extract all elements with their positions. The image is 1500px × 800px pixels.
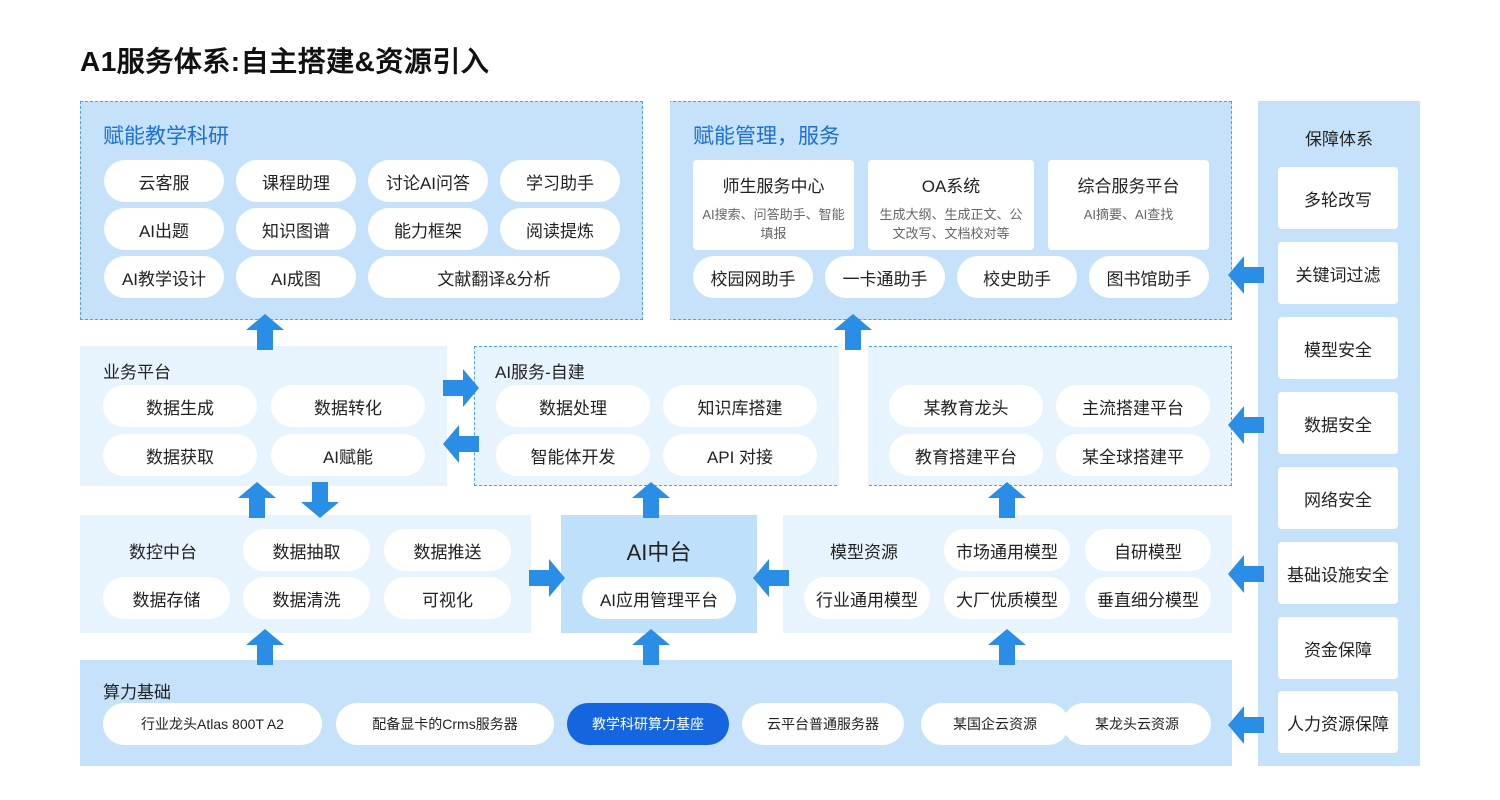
guarantee-item[interactable]: 人力资源保障 (1278, 691, 1398, 753)
arrow-left-icon (1228, 406, 1264, 444)
model-item[interactable]: 行业通用模型 (804, 577, 930, 619)
teaching-item[interactable]: 文献翻译&分析 (368, 256, 620, 298)
page-title: A1服务体系:自主搭建&资源引入 (80, 46, 490, 77)
data-center-item[interactable]: 数据推送 (384, 529, 511, 571)
external-item[interactable]: 某全球搭建平 (1056, 434, 1210, 476)
compute-item[interactable]: 某龙头云资源 (1063, 703, 1211, 745)
compute-item-active[interactable]: 教学科研算力基座 (567, 703, 729, 745)
management-card[interactable]: 师生服务中心 AI搜索、问答助手、智能填报 (693, 160, 854, 250)
ai-service-item[interactable]: API 对接 (663, 434, 817, 476)
arrow-left-icon (1228, 555, 1264, 593)
card-title: 综合服务平台 (1077, 177, 1180, 196)
arrow-right-icon (529, 559, 565, 597)
teaching-item[interactable]: 阅读提炼 (500, 208, 620, 250)
guarantee-panel: 保障体系 多轮改写 关键词过滤 模型安全 数据安全 网络安全 基础设施安全 资金… (1258, 101, 1420, 766)
external-item[interactable]: 教育搭建平台 (889, 434, 1043, 476)
external-item[interactable]: 主流搭建平台 (1056, 385, 1210, 427)
compute-item[interactable]: 行业龙头Atlas 800T A2 (103, 703, 322, 745)
teaching-panel: 赋能教学科研 云客服 课程助理 讨论AI问答 学习助手 AI出题 知识图谱 能力… (80, 101, 643, 320)
management-item[interactable]: 校园网助手 (693, 256, 813, 298)
guarantee-title: 保障体系 (1305, 130, 1373, 149)
model-item[interactable]: 垂直细分模型 (1085, 577, 1211, 619)
compute-title: 算力基础 (103, 683, 171, 702)
arrow-up-icon (246, 629, 284, 665)
teaching-item[interactable]: AI成图 (236, 256, 356, 298)
teaching-item[interactable]: 知识图谱 (236, 208, 356, 250)
guarantee-item[interactable]: 多轮改写 (1278, 167, 1398, 229)
arrow-up-icon (246, 314, 284, 350)
data-center-item[interactable]: 数据抽取 (243, 529, 370, 571)
business-item[interactable]: 数据获取 (103, 434, 257, 476)
arrow-up-icon (988, 629, 1026, 665)
gap-strip (643, 100, 670, 321)
model-item[interactable]: 市场通用模型 (944, 529, 1070, 571)
teaching-item[interactable]: AI出题 (104, 208, 224, 250)
teaching-item[interactable]: 学习助手 (500, 160, 620, 202)
management-card[interactable]: 综合服务平台 AI摘要、AI查找 (1048, 160, 1209, 250)
ai-service-item[interactable]: 知识库搭建 (663, 385, 817, 427)
business-item[interactable]: 数据生成 (103, 385, 257, 427)
teaching-item[interactable]: AI教学设计 (104, 256, 224, 298)
business-panel: 业务平台 数据生成 数据转化 数据获取 AI赋能 (80, 346, 447, 486)
arrow-up-icon (238, 482, 276, 518)
arrow-up-icon (834, 314, 872, 350)
arrow-right-icon (443, 369, 479, 407)
teaching-item[interactable]: 讨论AI问答 (368, 160, 488, 202)
card-title: 师生服务中心 (722, 177, 825, 196)
gap-strip (839, 345, 868, 487)
compute-item[interactable]: 某国企云资源 (921, 703, 1069, 745)
compute-item[interactable]: 配备显卡的Crms服务器 (336, 703, 554, 745)
arrow-down-icon (301, 482, 339, 518)
ai-center-title: AI中台 (626, 540, 692, 565)
ai-center-item[interactable]: AI应用管理平台 (582, 577, 736, 619)
arrow-left-icon (1228, 706, 1264, 744)
model-item[interactable]: 自研模型 (1085, 529, 1211, 571)
arrow-up-icon (632, 629, 670, 665)
ai-service-item[interactable]: 智能体开发 (496, 434, 650, 476)
ai-service-panel: AI服务-自建 数据处理 知识库搭建 智能体开发 API 对接 某教育龙头 主流… (474, 345, 1232, 487)
arrow-up-icon (988, 482, 1026, 518)
management-item[interactable]: 一卡通助手 (825, 256, 945, 298)
guarantee-item[interactable]: 模型安全 (1278, 317, 1398, 379)
business-item[interactable]: AI赋能 (271, 434, 425, 476)
compute-panel: 算力基础 行业龙头Atlas 800T A2 配备显卡的Crms服务器 教学科研… (80, 660, 1232, 766)
external-item[interactable]: 某教育龙头 (889, 385, 1043, 427)
arrow-left-icon (753, 559, 789, 597)
data-center-item[interactable]: 数据清洗 (243, 577, 370, 619)
teaching-item[interactable]: 云客服 (104, 160, 224, 202)
guarantee-item[interactable]: 关键词过滤 (1278, 242, 1398, 304)
arrow-left-icon (1228, 256, 1264, 294)
business-title: 业务平台 (103, 363, 171, 382)
data-center-item[interactable]: 数据存储 (103, 577, 230, 619)
data-center-panel: 数控中台 数据抽取 数据推送 数据存储 数据清洗 可视化 (80, 515, 531, 633)
model-item[interactable]: 模型资源 (830, 542, 898, 562)
card-title: OA系统 (921, 177, 981, 196)
compute-item[interactable]: 云平台普通服务器 (742, 703, 904, 745)
ai-service-item[interactable]: 数据处理 (496, 385, 650, 427)
card-desc: AI摘要、AI查找 (1083, 207, 1174, 222)
management-item[interactable]: 校史助手 (957, 256, 1077, 298)
ai-center-panel: AI中台 AI应用管理平台 (561, 515, 757, 633)
teaching-item[interactable]: 能力框架 (368, 208, 488, 250)
ai-service-title: AI服务-自建 (495, 363, 585, 382)
management-title: 赋能管理，服务 (693, 125, 840, 148)
guarantee-item[interactable]: 数据安全 (1278, 392, 1398, 454)
card-desc: 生成大纲、生成正文、公文改写、文档校对等 (879, 207, 1023, 241)
card-desc: AI搜索、问答助手、智能填报 (702, 207, 845, 241)
management-panel: 赋能管理，服务 师生服务中心 AI搜索、问答助手、智能填报 OA系统 生成大纲、… (643, 100, 1232, 321)
models-panel: 模型资源 市场通用模型 自研模型 行业通用模型 大厂优质模型 垂直细分模型 (783, 515, 1232, 633)
guarantee-item[interactable]: 网络安全 (1278, 467, 1398, 529)
management-item[interactable]: 图书馆助手 (1089, 256, 1209, 298)
arrow-left-icon (443, 425, 479, 463)
data-center-item[interactable]: 可视化 (384, 577, 511, 619)
data-center-item[interactable]: 数控中台 (129, 542, 197, 562)
business-item[interactable]: 数据转化 (271, 385, 425, 427)
teaching-title: 赋能教学科研 (103, 125, 229, 148)
teaching-item[interactable]: 课程助理 (236, 160, 356, 202)
management-card[interactable]: OA系统 生成大纲、生成正文、公文改写、文档校对等 (868, 160, 1034, 250)
guarantee-item[interactable]: 资金保障 (1278, 617, 1398, 679)
guarantee-item[interactable]: 基础设施安全 (1278, 542, 1398, 604)
model-item[interactable]: 大厂优质模型 (944, 577, 1070, 619)
arrow-up-icon (632, 482, 670, 518)
